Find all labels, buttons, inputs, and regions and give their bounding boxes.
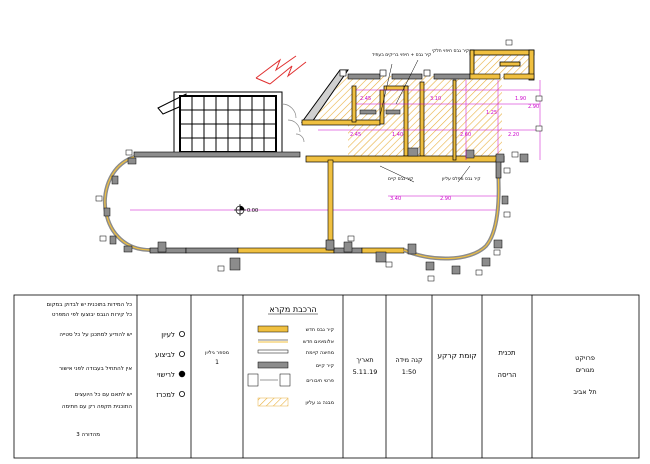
callout-upper-right: קיר גבס חיפוי חלקי (432, 49, 469, 54)
elevation-marker: 0.00 (234, 204, 258, 216)
title-block: כל המידות בתוכנית יש לבדוק במקום כל קירו… (13, 294, 640, 459)
sheet-label: מספר גיליון (205, 350, 229, 356)
dimension-lines (130, 80, 541, 211)
note-line: יש להודיע למתכנן על כל סטייה (59, 331, 132, 338)
callout-texts: קיר גבס + חיפוי בריקים בעתיד קיר גבס חיפ… (372, 49, 481, 182)
date-block: תאריך 5.11.19 (353, 356, 378, 376)
svg-text:1.90: 1.90 (515, 96, 526, 102)
callout-upper-left: קיר גבס + חיפוי בריקים בעתיד (372, 52, 431, 58)
svg-text:1.25: 1.25 (486, 110, 497, 116)
drawing-name: קומת קרקע (437, 351, 476, 360)
svg-text:3.40: 3.40 (390, 196, 401, 202)
callout-leaders (379, 59, 471, 183)
note-line: כל קירות הגבס יבוצעו לפי המפרט (52, 311, 132, 318)
stage-label: למכרז (156, 391, 175, 399)
diagonal-wall (301, 69, 349, 123)
note-line: מהדורה 3 (76, 432, 100, 438)
legend-detail-icon (279, 373, 291, 387)
callout-middle-right: קיר גבס מפלס עליון (442, 177, 481, 182)
note-line: יש לתאם עם כל היועצים (75, 391, 132, 398)
project-line2: מגורים (576, 366, 594, 374)
svg-text:2.45: 2.45 (360, 96, 371, 102)
svg-text:2.20: 2.20 (508, 132, 519, 138)
legend-label: קיר גבס חדש (306, 327, 335, 333)
scale-block: קנה מידה 1:50 (395, 356, 423, 376)
legend-label: אלומיניום חדש (303, 339, 334, 345)
stage-label: לעיון (161, 331, 175, 339)
callout-middle-left: קיר גבס קיים (388, 177, 413, 182)
stage-radio-icon (178, 350, 185, 357)
legend-block: הרכבת מקרא קיר גבס חדש אלומיניום חדש מחי… (247, 305, 335, 407)
plan-drawing: 2.45 3.10 1.25 1.90 2.45 1.40 2.60 2.20 … (95, 39, 543, 282)
scale-label: קנה מידה (395, 356, 423, 364)
note-line: התוכנית תקפה רק עם חתימה (62, 404, 132, 410)
note-line: אין להתחיל בעבודה לפני אישור (59, 365, 132, 372)
north-arrow-icon (255, 55, 307, 85)
svg-text:2.45: 2.45 (350, 132, 361, 138)
stage-list: לעיון לביצוע לרישוי למכרז (155, 330, 186, 399)
stage-label: לרישוי (157, 371, 175, 379)
notes-block: כל המידות בתוכנית יש לבדוק במקום כל קירו… (47, 301, 133, 438)
drawing-type-line1: תכנית (498, 349, 515, 357)
legend-swatch-roof (257, 397, 289, 407)
elevation-label: 0.00 (247, 208, 258, 214)
dimension-labels: 2.45 3.10 1.25 1.90 2.45 1.40 2.60 2.20 … (350, 96, 539, 202)
svg-text:2.90: 2.90 (440, 196, 451, 202)
svg-text:3.10: 3.10 (430, 96, 441, 102)
note-line: כל המידות בתוכנית יש לבדוק במקום (47, 301, 133, 308)
svg-text:2.60: 2.60 (460, 132, 471, 138)
drawing-name-block: קומת קרקע (437, 351, 476, 360)
grid-markers (95, 39, 543, 282)
project-block: פרויקט מגורים תל אביב (573, 354, 596, 396)
stage-label: לביצוע (155, 351, 175, 359)
svg-text:1.40: 1.40 (392, 132, 403, 138)
legend-label: מחיצה קיימת (306, 350, 334, 356)
legend-label: מבנה גג עליון (305, 400, 334, 406)
project-line3: תל אביב (573, 388, 596, 396)
drawing-type-block: תכנית הריסה (497, 349, 516, 379)
legend-swatch-existing-wall (257, 361, 289, 369)
column-pads (103, 153, 529, 275)
fixtures (359, 109, 475, 159)
stair-block (157, 91, 283, 157)
legend-title: הרכבת מקרא (269, 305, 316, 314)
legend-label: פרטי חיבורים (306, 378, 334, 384)
stage-radio-icon (178, 330, 185, 337)
svg-text:2.90: 2.90 (528, 104, 539, 110)
date-label: תאריך (356, 356, 373, 364)
drawing-type-line2: הריסה (497, 371, 516, 379)
stage-radio-filled-icon (178, 370, 186, 378)
legend-swatch-partition (257, 349, 289, 354)
upper-walls (339, 69, 535, 80)
door-swings (281, 103, 305, 143)
legend-label: קיר קיים (316, 363, 335, 369)
project-line1: פרויקט (575, 354, 595, 362)
sheet-number: 1 (215, 359, 219, 366)
legend-detail-icon (247, 373, 259, 387)
legend-swatch-new-wall (257, 325, 289, 333)
stage-radio-icon (178, 390, 185, 397)
sheet-number-block: מספר גיליון 1 (205, 350, 229, 366)
scale-value: 1:50 (402, 368, 417, 376)
date-value: 5.11.19 (353, 368, 378, 376)
new-roof-area (348, 54, 532, 160)
